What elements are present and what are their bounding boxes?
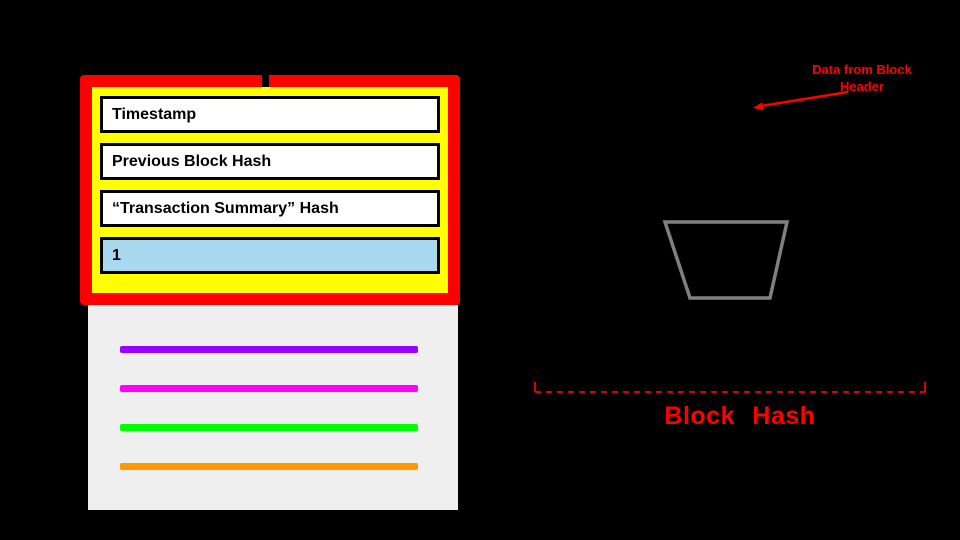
field-nonce: 1 [100, 237, 440, 274]
annotation-arrow-shaft [757, 90, 849, 108]
field-previous-block-hash-label: Previous Block Hash [112, 152, 272, 170]
transaction-line-2 [120, 385, 418, 392]
field-timestamp: Timestamp [100, 96, 440, 133]
block-hash-label: Block Hash [664, 402, 816, 430]
field-nonce-value: 1 [112, 246, 121, 264]
block-pointer-line [262, 20, 269, 87]
transaction-line-1 [120, 346, 418, 353]
block-header-box: Timestamp Previous Block Hash “Transacti… [80, 75, 460, 305]
block-hash-bracket [534, 382, 926, 393]
hash-funnel-shape [662, 220, 790, 300]
transaction-line-3 [120, 424, 418, 431]
transaction-line-4 [120, 463, 418, 470]
field-transaction-summary-hash-label: “Transaction Summary” Hash [112, 199, 339, 217]
field-timestamp-label: Timestamp [112, 105, 197, 123]
field-previous-block-hash: Previous Block Hash [100, 143, 440, 180]
annotation-arrow-head [753, 102, 764, 111]
transactions-box [88, 305, 458, 510]
data-from-block-header-label: Data from Block Header [812, 62, 912, 94]
field-transaction-summary-hash: “Transaction Summary” Hash [100, 190, 440, 227]
annotation-arrow-icon [753, 90, 849, 111]
hash-funnel-icon [662, 220, 790, 300]
